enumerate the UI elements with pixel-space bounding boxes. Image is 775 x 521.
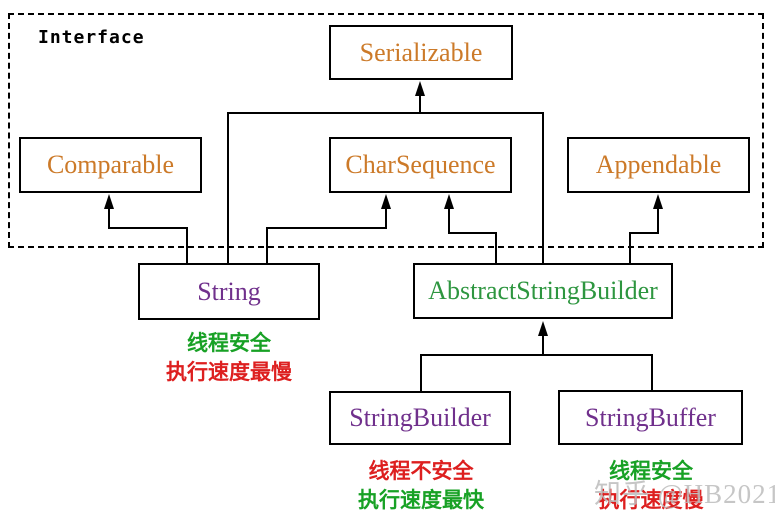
node-abstract-string-builder: AbstractStringBuilder bbox=[413, 263, 673, 319]
edge-string-charsequence bbox=[266, 207, 387, 263]
watermark: 知乎 @HB2021 bbox=[594, 479, 775, 509]
arrowhead-serializable-icon bbox=[415, 81, 425, 96]
interface-group-box bbox=[8, 13, 764, 248]
edge-serializable-trunk bbox=[227, 112, 544, 263]
arrowhead-asb-icon bbox=[538, 321, 548, 336]
node-string-builder-label: StringBuilder bbox=[349, 403, 491, 432]
arrowhead-comparable-icon bbox=[104, 194, 114, 209]
node-string-builder: StringBuilder bbox=[329, 391, 511, 445]
edge-asb-appendable bbox=[629, 207, 659, 263]
node-serializable: Serializable bbox=[329, 25, 513, 80]
annotation-string-buffer-line2: 执行速度慢 bbox=[598, 488, 704, 512]
node-string-label: String bbox=[197, 276, 261, 306]
annotation-string-buffer: 线程安全 执行速度慢 bbox=[550, 457, 752, 515]
node-appendable: Appendable bbox=[567, 137, 750, 193]
arrowhead-appendable-icon bbox=[653, 194, 663, 209]
edge-string-comparable bbox=[108, 207, 188, 263]
node-comparable-label: Comparable bbox=[46, 150, 175, 179]
node-string-buffer-label: StringBuffer bbox=[585, 402, 716, 432]
interface-group-label: Interface bbox=[38, 27, 145, 48]
edge-children-asb bbox=[420, 354, 653, 391]
node-string-buffer: StringBuffer bbox=[558, 390, 743, 445]
edge-asb-charsequence bbox=[448, 207, 497, 263]
annotation-string-builder-line2: 执行速度最快 bbox=[358, 488, 484, 512]
node-abstract-string-builder-label: AbstractStringBuilder bbox=[428, 276, 658, 305]
node-appendable-label: Appendable bbox=[595, 150, 722, 179]
node-charsequence-label: CharSequence bbox=[345, 150, 496, 179]
node-string: String bbox=[138, 263, 320, 320]
node-serializable-label: Serializable bbox=[359, 37, 483, 67]
annotation-string-line2: 执行速度最慢 bbox=[166, 360, 292, 384]
node-charsequence: CharSequence bbox=[329, 137, 512, 193]
annotation-string: 线程安全 执行速度最慢 bbox=[128, 329, 330, 387]
arrowhead-charsequence-right-icon bbox=[444, 194, 454, 209]
node-comparable: Comparable bbox=[19, 137, 202, 193]
annotation-string-line1: 线程安全 bbox=[187, 331, 271, 355]
annotation-string-builder: 线程不安全 执行速度最快 bbox=[320, 457, 522, 515]
annotation-string-builder-line1: 线程不安全 bbox=[368, 459, 474, 483]
annotation-string-buffer-line1: 线程安全 bbox=[609, 459, 693, 483]
arrowhead-charsequence-left-icon bbox=[381, 194, 391, 209]
